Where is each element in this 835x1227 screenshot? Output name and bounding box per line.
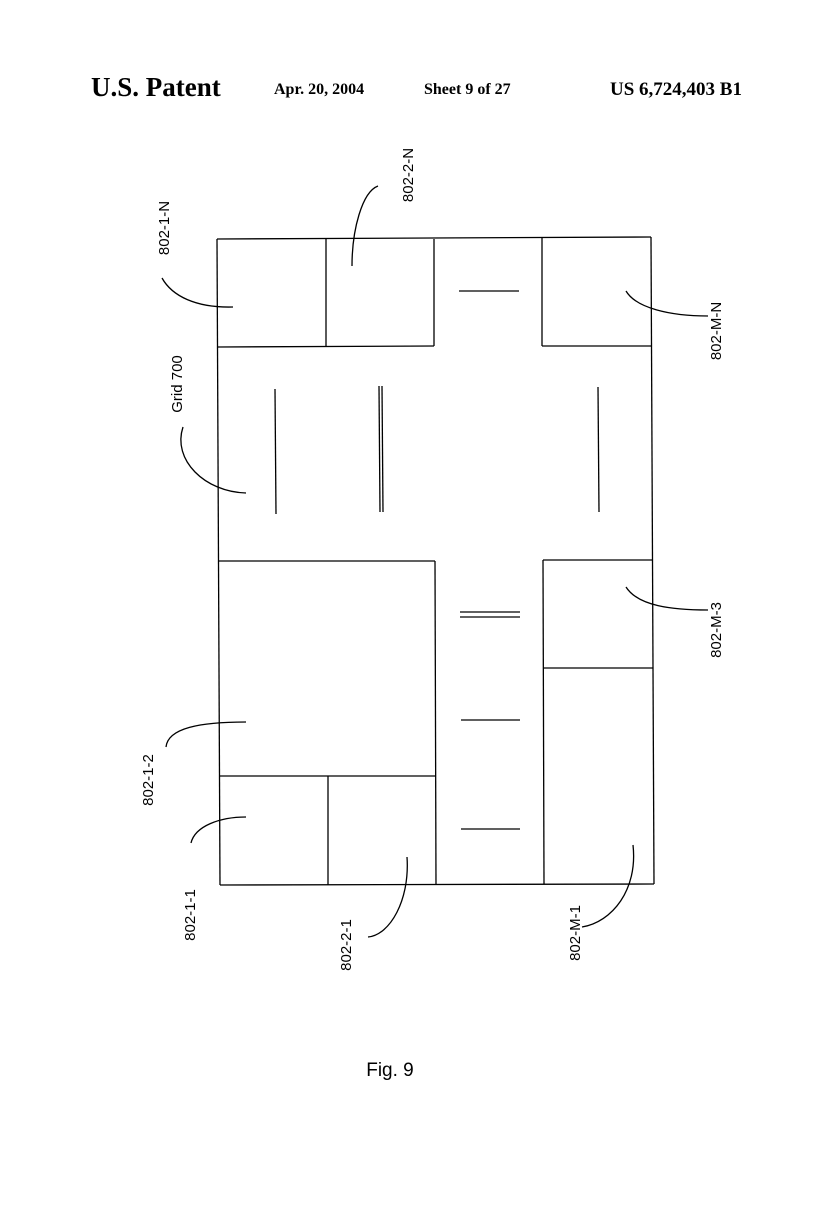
label-802-2-n: 802-2-N <box>400 148 417 202</box>
grid-border-left <box>216 238 221 886</box>
grid-border-top <box>216 236 652 240</box>
leader-line-grid-700 <box>180 426 247 494</box>
leader-line-802-m-1 <box>581 844 635 928</box>
leader-line-802-m-n <box>625 290 709 317</box>
label-802-m-n: 802-M-N <box>708 302 725 360</box>
sheet-number: Sheet 9 of 27 <box>424 81 511 98</box>
continuation-dash-vertical <box>381 385 384 513</box>
cell-2-1-right <box>434 560 437 886</box>
label-grid-700: Grid 700 <box>169 355 186 413</box>
leader-line-802-1-n <box>161 277 234 308</box>
label-802-1-2: 802-1-2 <box>140 754 157 806</box>
leader-line-802-1-2 <box>165 721 247 748</box>
patent-number: US 6,724,403 B1 <box>610 79 742 100</box>
label-802-2-1: 802-2-1 <box>338 919 355 971</box>
continuation-dash-vertical <box>274 388 277 515</box>
continuation-dash-vertical <box>378 385 381 513</box>
figure-caption: Fig. 9 <box>366 1060 414 1081</box>
label-802-1-n: 802-1-N <box>156 201 173 255</box>
leader-line-802-1-1 <box>190 816 247 844</box>
label-802-m-1: 802-M-1 <box>567 905 584 961</box>
patent-title: U.S. Patent <box>91 72 221 102</box>
cell-m-left <box>542 559 545 885</box>
label-802-m-3: 802-M-3 <box>708 602 725 658</box>
leader-line-802-2-1 <box>367 856 408 938</box>
patent-date: Apr. 20, 2004 <box>274 81 365 98</box>
continuation-dash-vertical <box>597 386 600 513</box>
leader-line-802-2-n <box>351 185 379 267</box>
grid-border-bottom <box>219 883 655 886</box>
patent-header: U.S. Patent Apr. 20, 2004 Sheet 9 of 27 … <box>0 72 835 108</box>
leader-line-802-m-3 <box>625 586 709 611</box>
label-802-1-1: 802-1-1 <box>182 889 199 941</box>
